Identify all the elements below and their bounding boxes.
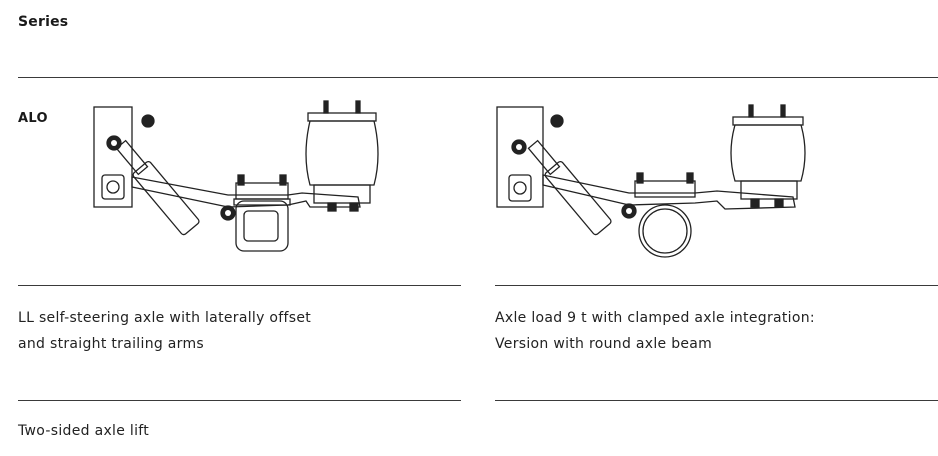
air-spring-top-plate — [732, 116, 804, 126]
col2-rule-top — [495, 285, 938, 286]
top-divider — [18, 77, 938, 78]
bracket-plate — [496, 106, 544, 208]
shock-absorber — [115, 139, 200, 236]
suspension-drawing-square-axle — [88, 95, 388, 265]
square-axle — [235, 200, 289, 252]
shock-absorber — [527, 139, 612, 236]
suspension-drawing-round-axle — [495, 95, 815, 265]
series-heading: Series — [18, 14, 69, 30]
air-spring-bellow — [305, 120, 379, 186]
air-spring-top-plate — [307, 112, 377, 122]
col1-extra-feature: Two-sided axle lift — [18, 423, 150, 439]
axle-clamp — [634, 180, 696, 198]
bracket-plate — [93, 106, 133, 208]
col1-desc-line-1: LL self-steering axle with laterally off… — [18, 310, 312, 326]
trailing-arm — [542, 174, 796, 210]
col2-desc-line-2: Version with round axle beam — [495, 336, 713, 352]
valve-block — [508, 174, 532, 202]
valve-block — [101, 174, 125, 200]
shock-top-mount — [550, 114, 564, 128]
air-spring-piston — [313, 184, 371, 204]
col1-rule-bottom — [18, 400, 461, 401]
col2-rule-bottom — [495, 400, 938, 401]
col2-desc-line-1: Axle load 9 t with clamped axle integrat… — [495, 310, 815, 326]
row-label: ALO — [18, 111, 48, 126]
col2-description: Axle load 9 t with clamped axle integrat… — [495, 305, 815, 357]
col1-rule-top — [18, 285, 461, 286]
col1-description: LL self-steering axle with laterally off… — [18, 305, 311, 357]
air-spring-bellow — [730, 124, 806, 182]
shock-top-mount — [141, 114, 155, 128]
round-axle — [638, 204, 692, 258]
col1-desc-line-2: and straight trailing arms — [18, 336, 205, 352]
air-spring-piston — [740, 180, 798, 200]
